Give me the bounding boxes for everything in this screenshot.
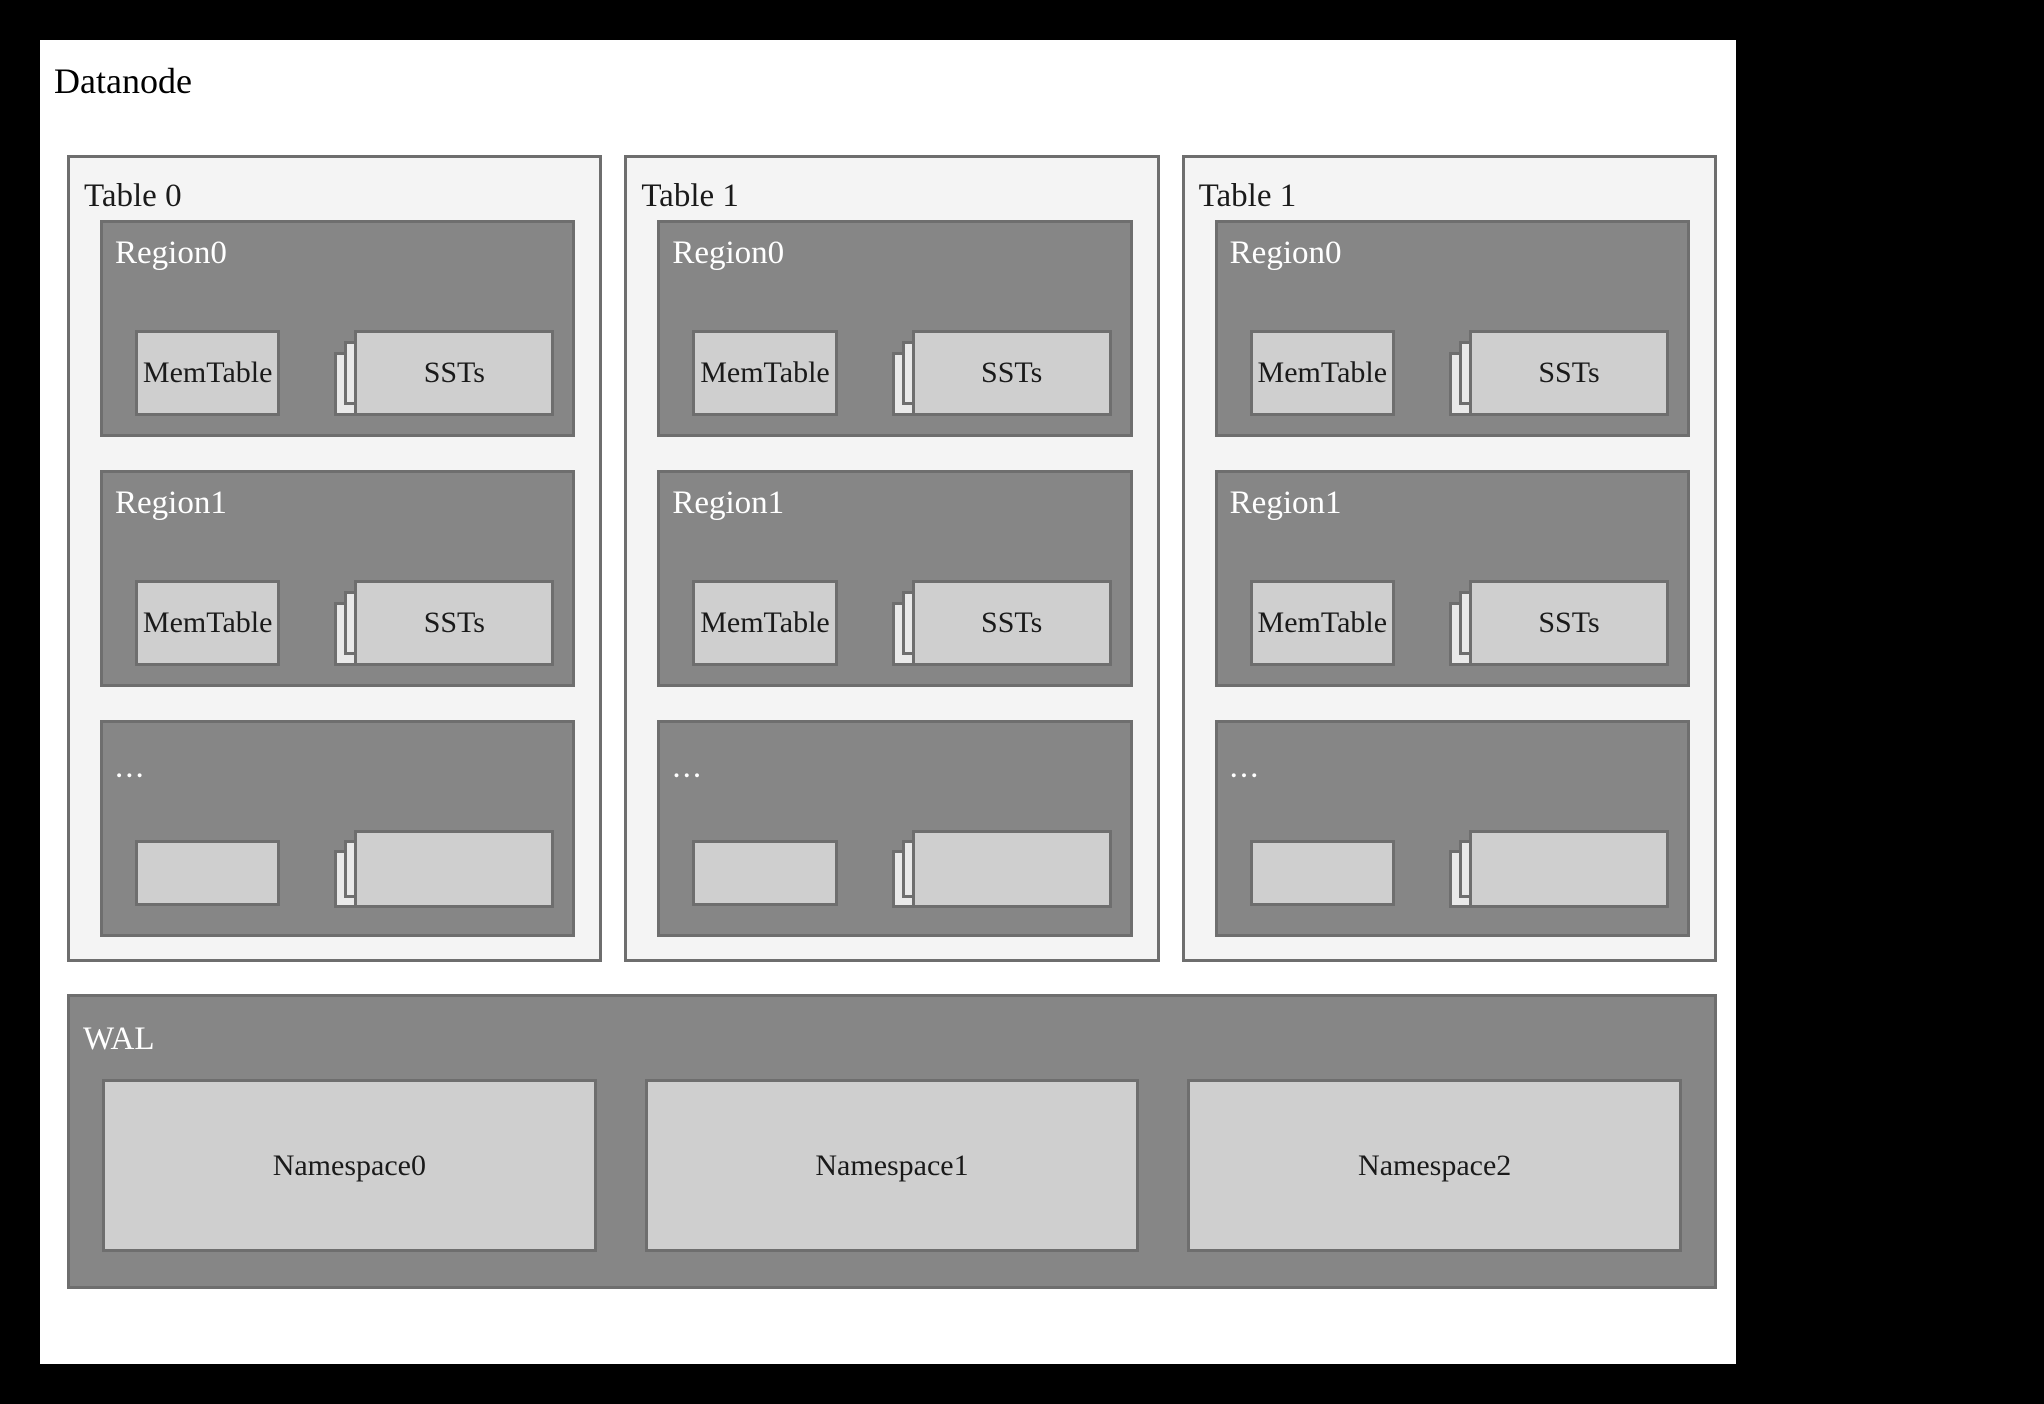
region-label: Region1: [1229, 485, 1342, 521]
region-box[interactable]: Region0 MemTable SSTs: [100, 220, 576, 437]
spacer: [838, 330, 892, 416]
table-panel[interactable]: Table 1 Region0 MemTable SSTs: [624, 155, 1160, 962]
spacer: [280, 330, 334, 416]
spacer: [838, 830, 892, 916]
sst-layer-front: SSTs: [354, 330, 555, 416]
region-box[interactable]: Region0 MemTable SSTs: [657, 220, 1133, 437]
region-box-ellipsis[interactable]: ...: [1214, 720, 1690, 937]
memtable-box[interactable]: MemTable: [135, 580, 281, 666]
region-label-ellipsis: ...: [672, 749, 704, 785]
memtable-box-blank[interactable]: [1249, 840, 1395, 906]
spacer: [1395, 580, 1449, 666]
memtable-box[interactable]: MemTable: [692, 580, 838, 666]
wal-panel[interactable]: WAL Namespace0 Namespace1 Namespace2: [67, 994, 1717, 1289]
region-contents: MemTable SSTs: [1249, 580, 1669, 666]
tables-row: Table 0 Region0 MemTable SSTs: [67, 155, 1717, 962]
region-box-ellipsis[interactable]: ...: [657, 720, 1133, 937]
region-box[interactable]: Region1 MemTable SSTs: [657, 470, 1133, 687]
sst-layer-front: [1468, 830, 1669, 908]
table-label: Table 1: [641, 178, 739, 214]
ssts-stack-blank[interactable]: [891, 830, 1112, 910]
regions-wrap: Region0 MemTable SSTs Region1: [657, 220, 1133, 937]
ssts-stack[interactable]: SSTs: [1448, 580, 1669, 666]
region-label: Region0: [1229, 235, 1342, 271]
ssts-stack[interactable]: SSTs: [1448, 330, 1669, 416]
sst-layer-front: SSTs: [911, 580, 1112, 666]
namespace-list: Namespace0 Namespace1 Namespace2: [102, 1079, 1683, 1252]
ssts-stack[interactable]: SSTs: [891, 580, 1112, 666]
memtable-box-blank[interactable]: [692, 840, 838, 906]
spacer: [1395, 830, 1449, 916]
regions-wrap: Region0 MemTable SSTs Region1: [1214, 220, 1690, 937]
memtable-box[interactable]: MemTable: [135, 330, 281, 416]
region-label: Region0: [115, 235, 227, 271]
region-box[interactable]: Region1 MemTable SSTs: [100, 470, 576, 687]
memtable-box[interactable]: MemTable: [1249, 330, 1395, 416]
region-label: Region1: [115, 485, 227, 521]
sst-layer-front: SSTs: [911, 330, 1112, 416]
namespace-box[interactable]: Namespace0: [102, 1079, 597, 1252]
memtable-box-blank[interactable]: [135, 840, 281, 906]
region-box[interactable]: Region1 MemTable SSTs: [1214, 470, 1690, 687]
memtable-box[interactable]: MemTable: [692, 330, 838, 416]
region-contents: MemTable SSTs: [692, 330, 1112, 416]
table-label: Table 0: [84, 178, 182, 214]
spacer: [280, 580, 334, 666]
region-box-ellipsis[interactable]: ...: [100, 720, 576, 937]
spacer: [280, 830, 334, 916]
region-contents: MemTable SSTs: [1249, 330, 1669, 416]
datanode-page: Datanode Table 0 Region0 MemTable: [40, 40, 1736, 1364]
table-panel[interactable]: Table 1 Region0 MemTable SSTs: [1181, 155, 1717, 962]
sst-layer-front: SSTs: [1468, 580, 1669, 666]
region-label-ellipsis: ...: [115, 749, 146, 785]
page-title: Datanode: [54, 61, 192, 101]
ssts-stack[interactable]: SSTs: [334, 330, 555, 416]
sst-layer-front: [354, 830, 555, 908]
namespace-box[interactable]: Namespace2: [1187, 1079, 1683, 1252]
region-contents: MemTable SSTs: [135, 580, 555, 666]
table-panel[interactable]: Table 0 Region0 MemTable SSTs: [67, 155, 603, 962]
sst-layer-front: SSTs: [1468, 330, 1669, 416]
region-contents: [1249, 830, 1669, 916]
region-contents: MemTable SSTs: [692, 580, 1112, 666]
ssts-stack-blank[interactable]: [1448, 830, 1669, 910]
sst-layer-front: [911, 830, 1112, 908]
spacer: [1395, 330, 1449, 416]
region-box[interactable]: Region0 MemTable SSTs: [1214, 220, 1690, 437]
region-label-ellipsis: ...: [1229, 749, 1261, 785]
ssts-stack[interactable]: SSTs: [891, 330, 1112, 416]
region-label: Region0: [672, 235, 785, 271]
ssts-stack-blank[interactable]: [334, 830, 555, 910]
wal-label: WAL: [83, 1021, 155, 1057]
memtable-box[interactable]: MemTable: [1249, 580, 1395, 666]
region-label: Region1: [672, 485, 785, 521]
region-contents: [135, 830, 555, 916]
regions-wrap: Region0 MemTable SSTs Region1: [100, 220, 576, 937]
ssts-stack[interactable]: SSTs: [334, 580, 555, 666]
table-label: Table 1: [1198, 178, 1297, 214]
region-contents: [692, 830, 1112, 916]
namespace-box[interactable]: Namespace1: [644, 1079, 1140, 1252]
sst-layer-front: SSTs: [354, 580, 555, 666]
spacer: [838, 580, 892, 666]
region-contents: MemTable SSTs: [135, 330, 555, 416]
